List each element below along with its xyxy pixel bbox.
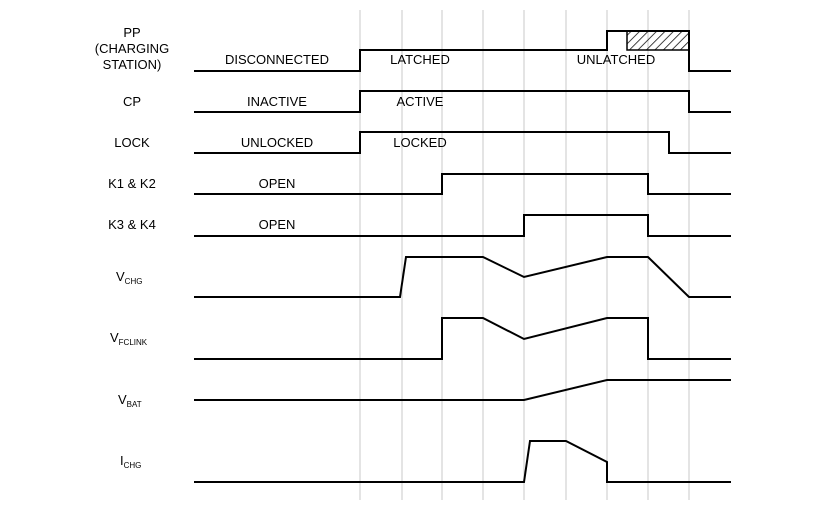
pp-label-line3: STATION) bbox=[103, 57, 162, 72]
lock-label: LOCK bbox=[114, 135, 150, 150]
pp-state-unlatched: UNLATCHED bbox=[577, 52, 656, 67]
vbat-label-sub: BAT bbox=[127, 400, 142, 409]
lock-trace bbox=[194, 131, 731, 154]
k3k4-trace bbox=[194, 214, 731, 237]
vfclink-trace bbox=[194, 317, 731, 360]
vbat-label: VBAT bbox=[118, 392, 142, 409]
pp-trace bbox=[194, 30, 731, 72]
pp-state-latched: LATCHED bbox=[390, 52, 450, 67]
cp-trace bbox=[194, 90, 731, 113]
vchg-trace bbox=[194, 256, 731, 298]
waveforms bbox=[194, 30, 731, 483]
lock-state-unlocked: UNLOCKED bbox=[241, 135, 313, 150]
k1k2-trace bbox=[194, 173, 731, 195]
ichg-label: ICHG bbox=[120, 453, 141, 470]
k1k2-label: K1 & K2 bbox=[108, 176, 156, 191]
cp-state-inactive: INACTIVE bbox=[247, 94, 307, 109]
pp-state-disconnected: DISCONNECTED bbox=[225, 52, 329, 67]
lock-state-locked: LOCKED bbox=[393, 135, 446, 150]
pp-label-line2: (CHARGING bbox=[95, 41, 169, 56]
cp-label: CP bbox=[123, 94, 141, 109]
vbat-trace bbox=[194, 379, 731, 401]
vfclink-label: VFCLINK bbox=[110, 330, 148, 347]
vfclink-label-sub: FCLINK bbox=[119, 338, 148, 347]
k3k4-state-open: OPEN bbox=[259, 217, 296, 232]
vchg-label: VCHG bbox=[116, 269, 142, 286]
pp-label-line1: PP bbox=[123, 25, 140, 40]
signal-labels: PP (CHARGING STATION) CP LOCK K1 & K2 K3… bbox=[95, 25, 169, 470]
ichg-label-main: I bbox=[120, 453, 124, 468]
cp-state-active: ACTIVE bbox=[397, 94, 444, 109]
ichg-trace bbox=[194, 440, 731, 483]
state-labels: DISCONNECTED LATCHED UNLATCHED INACTIVE … bbox=[225, 52, 655, 232]
k3k4-label: K3 & K4 bbox=[108, 217, 156, 232]
pp-hatched-region bbox=[626, 30, 690, 51]
k1k2-state-open: OPEN bbox=[259, 176, 296, 191]
vchg-label-sub: CHG bbox=[125, 277, 143, 286]
vfclink-label-main: V bbox=[110, 330, 119, 345]
ichg-label-sub: CHG bbox=[124, 461, 142, 470]
time-gridlines bbox=[359, 10, 690, 500]
vbat-label-main: V bbox=[118, 392, 127, 407]
vchg-label-main: V bbox=[116, 269, 125, 284]
